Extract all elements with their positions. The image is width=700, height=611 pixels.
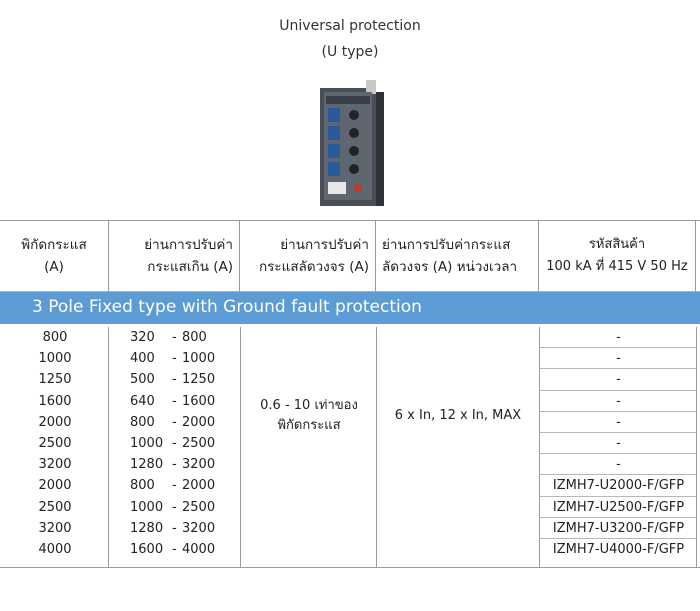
overload-max-cell: 1250 [182,372,216,387]
overload-max-cell: 800 [182,330,207,345]
trip-unit-image [320,80,384,206]
header-rated-current: พิกัดกระแส(A) [0,221,109,291]
code-row-divider [539,411,696,412]
code-row-divider [539,474,696,475]
overload-max-cell: 2000 [182,478,216,493]
overload-max-cell: 2500 [182,436,216,451]
rated-current-cell: 2500 [38,436,72,451]
overload-min-cell: 1280 [130,457,164,472]
rated-current-cell: 4000 [38,542,72,557]
product-title: Universal protection [279,18,421,34]
product-code-cell: IZMH7-U4000-F/GFP [552,542,685,557]
rated-current-cell: 3200 [38,457,72,472]
range-separator: - [172,478,177,493]
section-band: 3 Pole Fixed type with Ground fault prot… [0,291,700,324]
rated-current-cell: 1600 [38,394,72,409]
header-delay-range: ย่านการปรับค่ากระแสลัดวงจร (A) หน่วงเวลา [376,221,539,291]
overload-max-cell: 3200 [182,457,216,472]
overload-max-cell: 3200 [182,521,216,536]
overload-max-cell: 2500 [182,500,216,515]
code-row-divider [539,538,696,539]
overload-min-cell: 1600 [130,542,164,557]
range-separator: - [172,415,177,430]
code-row-divider [539,368,696,369]
rated-current-cell: 800 [42,330,68,345]
range-separator: - [172,394,177,409]
overload-min-cell: 400 [130,351,155,366]
overload-min-cell: 1000 [130,500,164,515]
range-separator: - [172,500,177,515]
range-separator: - [172,542,177,557]
overload-min-cell: 1000 [130,436,164,451]
overload-min-cell: 800 [130,478,155,493]
product-code-cell: IZMH7-U2500-F/GFP [552,500,685,515]
range-separator: - [172,372,177,387]
code-row-divider [539,347,696,348]
short-circuit-delay-range: 6 x In, 12 x In, MAX [394,408,522,423]
code-row-divider [539,390,696,391]
section-title: 3 Pole Fixed type with Ground fault prot… [32,297,422,317]
product-code-cell: - [616,394,621,409]
short-circuit-range-unit: พิกัดกระแส [277,418,341,433]
product-code-cell: IZMH7-U2000-F/GFP [552,478,685,493]
header-short-circuit-range: ย่านการปรับค่ากระแสลัดวงจร (A) [240,221,376,291]
overload-max-cell: 1000 [182,351,216,366]
overload-min-cell: 1280 [130,521,164,536]
overload-min-cell: 320 [130,330,155,345]
range-separator: - [172,436,177,451]
product-code-cell: IZMH7-U3200-F/GFP [552,521,685,536]
rated-current-cell: 2500 [38,500,72,515]
code-row-divider [539,432,696,433]
rated-current-cell: 3200 [38,521,72,536]
overload-max-cell: 4000 [182,542,216,557]
product-code-cell: - [616,457,621,472]
range-separator: - [172,457,177,472]
rated-current-cell: 1250 [38,372,72,387]
range-separator: - [172,351,177,366]
rated-current-cell: 2000 [38,415,72,430]
overload-max-cell: 1600 [182,394,216,409]
code-row-divider [539,453,696,454]
overload-max-cell: 2000 [182,415,216,430]
product-code-cell: - [616,415,621,430]
product-code-cell: - [616,372,621,387]
overload-min-cell: 640 [130,394,155,409]
product-subtitle: (U type) [321,44,379,60]
code-row-divider [539,496,696,497]
product-code-cell: - [616,351,621,366]
rated-current-cell: 1000 [38,351,72,366]
table-header: พิกัดกระแส(A) ย่านการปรับค่ากระแสเกิน (A… [0,220,700,292]
product-code-cell: - [616,436,621,451]
range-separator: - [172,330,177,345]
product-code-cell: - [616,330,621,345]
range-separator: - [172,521,177,536]
header-overload-range: ย่านการปรับค่ากระแสเกิน (A) [109,221,240,291]
overload-min-cell: 800 [130,415,155,430]
code-row-divider [539,517,696,518]
rated-current-cell: 2000 [38,478,72,493]
overload-min-cell: 500 [130,372,155,387]
short-circuit-range: 0.6 - 10 เท่าของ [260,398,358,413]
